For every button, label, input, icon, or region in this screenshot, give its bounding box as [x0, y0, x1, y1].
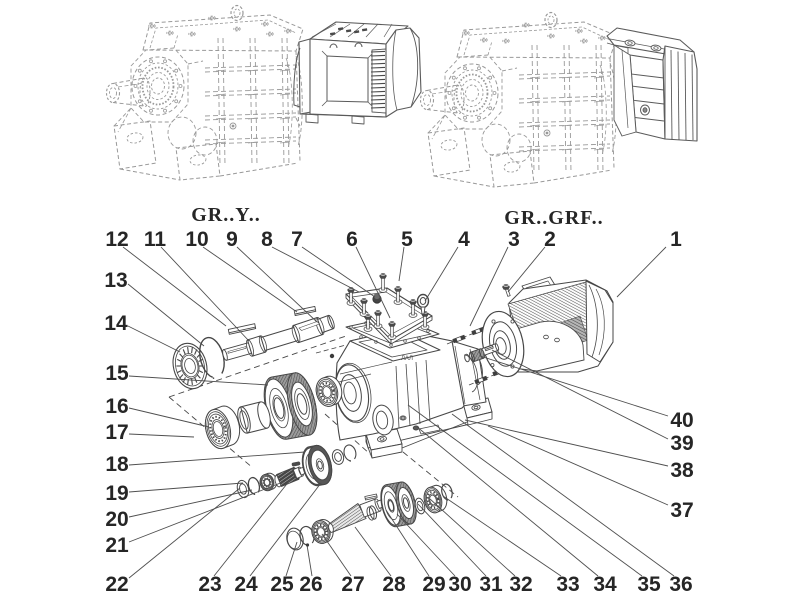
svg-text:21: 21 [105, 534, 129, 557]
svg-text:17: 17 [105, 421, 128, 444]
svg-text:36: 36 [669, 573, 692, 596]
svg-text:18: 18 [105, 453, 129, 476]
svg-text:GR..GRF..: GR..GRF.. [504, 207, 603, 229]
svg-text:14: 14 [104, 312, 128, 335]
svg-text:ЛАЛ: ЛАЛ [401, 356, 413, 362]
svg-text:2: 2 [544, 228, 556, 251]
svg-text:8: 8 [261, 228, 273, 251]
svg-text:GR..Y..: GR..Y.. [191, 204, 261, 226]
svg-text:30: 30 [448, 573, 471, 596]
svg-text:16: 16 [105, 395, 128, 418]
svg-text:13: 13 [104, 269, 127, 292]
svg-text:25: 25 [270, 573, 294, 596]
svg-text:39: 39 [670, 432, 693, 455]
svg-text:10: 10 [185, 228, 208, 251]
svg-text:22: 22 [105, 573, 128, 596]
svg-text:12: 12 [105, 228, 128, 251]
svg-text:31: 31 [479, 573, 503, 596]
svg-text:4: 4 [458, 228, 470, 251]
svg-text:11: 11 [144, 228, 167, 251]
svg-text:24: 24 [234, 573, 258, 596]
svg-text:7: 7 [291, 228, 303, 251]
svg-text:6: 6 [346, 228, 358, 251]
svg-text:1: 1 [670, 228, 682, 251]
svg-text:27: 27 [341, 573, 364, 596]
svg-text:5: 5 [401, 228, 413, 251]
svg-text:19: 19 [105, 482, 128, 505]
svg-text:34: 34 [593, 573, 617, 596]
svg-text:26: 26 [299, 573, 322, 596]
svg-text:15: 15 [105, 362, 129, 385]
svg-text:23: 23 [198, 573, 221, 596]
svg-text:40: 40 [670, 409, 693, 432]
svg-text:33: 33 [556, 573, 579, 596]
svg-text:32: 32 [509, 573, 532, 596]
svg-text:35: 35 [637, 573, 661, 596]
svg-text:9: 9 [226, 228, 238, 251]
svg-text:37: 37 [670, 499, 693, 522]
svg-text:20: 20 [105, 508, 128, 531]
svg-text:28: 28 [382, 573, 406, 596]
svg-text:29: 29 [422, 573, 445, 596]
svg-text:3: 3 [508, 228, 520, 251]
svg-text:38: 38 [670, 459, 694, 482]
